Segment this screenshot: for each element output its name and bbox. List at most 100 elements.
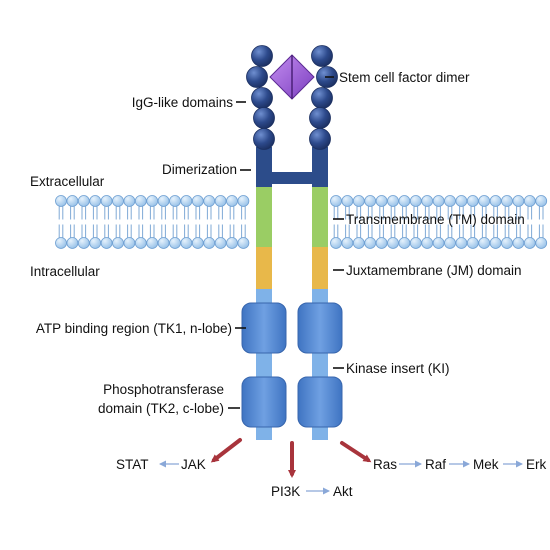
cell-membrane	[55, 195, 548, 249]
lipid-tail	[424, 206, 430, 220]
lipid-tail	[481, 206, 487, 220]
lipid-head	[191, 237, 204, 249]
lipid-tail	[333, 224, 339, 238]
lipid-head	[455, 237, 468, 249]
lipid-tail	[92, 224, 98, 238]
lipid-head	[134, 237, 147, 249]
pathway-mek: Mek	[473, 457, 499, 472]
right-tk2-domain	[297, 376, 343, 428]
igg-domain-ball	[246, 66, 268, 88]
lipid-tail	[206, 206, 212, 220]
lipid-head	[409, 237, 422, 249]
lipid-head	[214, 237, 227, 249]
lipid-tail	[538, 206, 544, 220]
lipid-tail	[390, 224, 396, 238]
lipid-head	[77, 195, 90, 207]
lipid-tail	[229, 224, 235, 238]
lipid-head	[146, 195, 159, 207]
lipid-head	[169, 237, 181, 249]
receptor-right-chain	[297, 147, 343, 440]
lipid-head	[100, 195, 113, 207]
lipid-head	[214, 195, 227, 207]
left-transmembrane-domain	[256, 187, 272, 247]
label-igg-like-domains: IgG-like domains	[132, 95, 234, 110]
right-tk1-domain	[297, 302, 343, 354]
lipid-head	[89, 237, 102, 249]
lipid-tail	[379, 206, 384, 220]
lipid-head	[55, 195, 67, 207]
lipid-head	[523, 237, 536, 249]
lipid-head	[341, 195, 354, 207]
label-stem-cell-factor-dimer: Stem cell factor dimer	[339, 70, 470, 85]
lipid-tail	[424, 224, 430, 238]
lipid-head	[398, 195, 411, 207]
lipid-tail	[493, 206, 498, 220]
lipid-head	[352, 237, 365, 249]
lipid-tail	[333, 206, 339, 220]
igg-domain-ball	[311, 87, 333, 109]
lipid-tail	[470, 224, 476, 238]
stem-cell-factor-dimer	[269, 54, 315, 100]
lipid-head	[375, 195, 388, 207]
lipid-tail	[516, 224, 521, 238]
lipid-tail	[481, 224, 487, 238]
lipid-head	[535, 195, 548, 207]
label-extracellular: Extracellular	[30, 174, 105, 189]
pathway-raf: Raf	[425, 457, 446, 472]
lipid-head	[180, 237, 193, 249]
lipid-head	[398, 237, 411, 249]
lipid-head	[330, 195, 342, 207]
pathway-erk: Erk	[526, 457, 547, 472]
lipid-head	[432, 195, 445, 207]
lipid-head	[134, 195, 147, 207]
lipid-head	[523, 195, 536, 207]
igg-domain-ball	[253, 107, 275, 129]
lipid-head	[203, 195, 216, 207]
igg-domain-ball	[309, 128, 331, 150]
lipid-head	[364, 237, 377, 249]
lipid-tail	[436, 224, 441, 238]
pathway-jak: JAK	[181, 457, 206, 472]
lipid-head	[352, 195, 365, 207]
lipid-tail	[70, 224, 75, 238]
lipid-tail	[241, 224, 246, 238]
lipid-head	[478, 195, 491, 207]
lipid-tail	[356, 224, 362, 238]
lipid-head	[123, 195, 136, 207]
igg-like-domains	[246, 45, 338, 150]
lipid-tail	[195, 224, 201, 238]
lipid-tail	[470, 206, 476, 220]
lipid-head	[157, 237, 170, 249]
lipid-head	[55, 237, 67, 249]
lipid-tail	[345, 224, 350, 238]
lipid-head	[66, 237, 79, 249]
lipid-tail	[447, 206, 453, 220]
lipid-head	[512, 237, 525, 249]
lipid-tail	[493, 224, 498, 238]
lipid-tail	[81, 206, 87, 220]
igg-domain-ball	[311, 45, 333, 67]
label-kinase-insert: Kinase insert (KI)	[346, 361, 450, 376]
lipid-head	[237, 195, 250, 207]
lipid-head	[100, 237, 113, 249]
lipid-head	[501, 195, 513, 207]
igg-domain-ball	[251, 45, 273, 67]
lipid-tail	[92, 206, 98, 220]
lipid-head	[77, 237, 90, 249]
lipid-tail	[70, 206, 75, 220]
lipid-head	[226, 195, 238, 207]
lipid-head	[478, 237, 491, 249]
lipid-tail	[115, 224, 121, 238]
lipid-tail	[115, 206, 121, 220]
leader-lines	[228, 76, 344, 409]
left-tk1-domain	[241, 302, 287, 354]
lipid-head	[123, 237, 136, 249]
lipid-head	[112, 195, 124, 207]
label-intracellular: Intracellular	[30, 264, 100, 279]
label-dimerization: Dimerization	[162, 162, 237, 177]
lipid-tail	[413, 224, 419, 238]
lipid-head	[455, 195, 468, 207]
label-juxtamembrane-domain: Juxtamembrane (JM) domain	[346, 263, 522, 278]
signal-arrow-left	[210, 438, 242, 463]
